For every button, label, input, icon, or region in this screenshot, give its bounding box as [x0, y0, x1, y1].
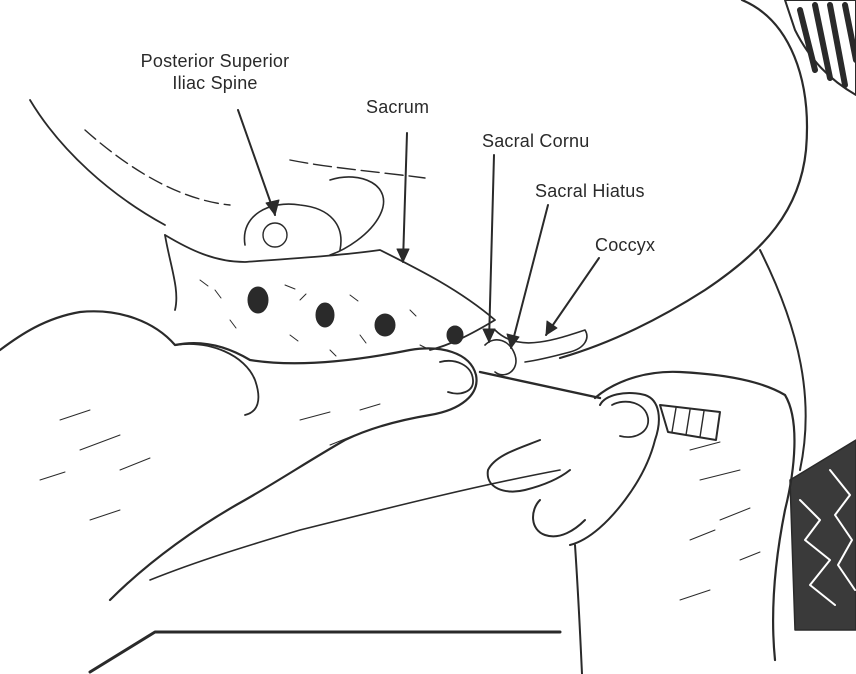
sacral-foramen: [316, 303, 334, 327]
label-sacral-hiatus: Sacral Hiatus: [535, 180, 645, 202]
buttock-contour: [560, 0, 807, 358]
right-finger-2: [533, 500, 585, 536]
sacrum-texture: [200, 280, 428, 356]
leader-sacrum: [403, 133, 407, 262]
right-hand-shading: [680, 442, 760, 600]
leader-psis: [238, 110, 275, 215]
label-psis-line1: Posterior Superior: [100, 50, 330, 72]
sacral-foramen: [375, 314, 395, 336]
table-surface: [150, 470, 560, 580]
label-psis-line2: Iliac Spine: [100, 72, 330, 94]
needle: [480, 372, 600, 398]
sacral-foramen: [447, 326, 463, 344]
sacrum-outline: [165, 235, 495, 350]
right-wrist: [575, 545, 582, 674]
leader-sacral-cornu: [489, 155, 494, 342]
leader-sacral-hiatus: [511, 205, 548, 348]
right-finger: [488, 440, 570, 492]
right-thumbnail: [612, 402, 648, 437]
sacrum-left-edge: [165, 235, 176, 310]
left-hand-shading: [40, 404, 380, 520]
label-coccyx: Coccyx: [595, 234, 655, 256]
flank-contour-2: [85, 130, 230, 205]
label-posterior-superior-iliac-spine: Posterior Superior Iliac Spine: [100, 50, 330, 94]
right-hand: [595, 372, 794, 660]
label-sacrum: Sacrum: [366, 96, 429, 118]
leader-coccyx: [546, 258, 599, 335]
left-hand: [0, 311, 477, 600]
left-finger: [175, 344, 258, 415]
iliac-crest: [330, 177, 384, 255]
psis-bump: [244, 204, 340, 250]
leader-arrowheads: [266, 200, 557, 348]
table-edge: [90, 632, 560, 672]
thigh-contour: [760, 250, 806, 470]
left-thumbnail: [440, 361, 473, 394]
flank-contour: [30, 100, 165, 225]
drape-top-right: [785, 0, 856, 95]
sacral-foramen: [248, 287, 268, 313]
label-sacral-cornu: Sacral Cornu: [482, 130, 589, 152]
